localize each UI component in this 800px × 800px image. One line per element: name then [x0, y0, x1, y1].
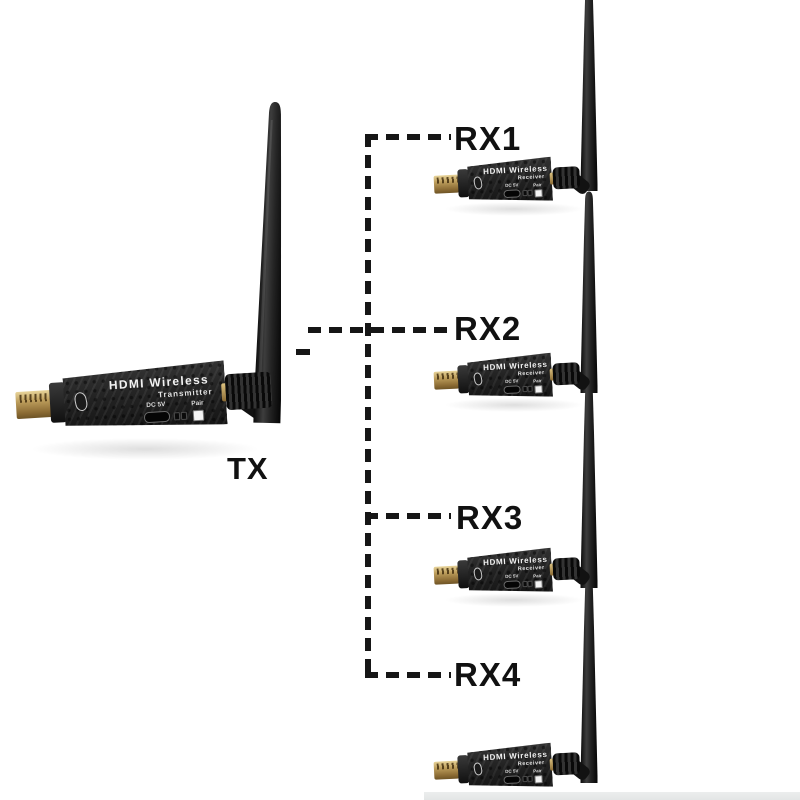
- rx-pair-button: [534, 580, 542, 588]
- rx-dc-port-label: DC 5V: [505, 573, 519, 580]
- tx-led-indicator: [181, 412, 187, 420]
- tx-label: TX: [227, 451, 269, 486]
- brand-badge: [473, 567, 483, 581]
- rx2-antenna-connector: [552, 362, 581, 386]
- rx-led-indicator: [527, 190, 532, 196]
- rx-pair-label: Pair: [533, 573, 542, 579]
- rx-pair-label: Pair: [533, 182, 542, 188]
- tx-device-subtitle: Transmitter: [157, 387, 213, 400]
- rx1-device-body: HDMI Wireless Receiver DC 5V Pair: [467, 157, 553, 205]
- rx-pair-label: Pair: [533, 378, 542, 384]
- rx4-label: RX4: [454, 656, 522, 693]
- rx-led-indicator: [527, 581, 532, 587]
- rx-micro-usb-port: [503, 580, 520, 589]
- tx-led-indicator: [174, 412, 180, 420]
- brand-badge: [473, 176, 483, 190]
- tx-pair-label: Pair: [191, 399, 204, 408]
- tx-antenna: [253, 102, 282, 424]
- rx1-label: RX1: [454, 120, 522, 157]
- rx4-device-body: HDMI Wireless Receiver DC 5V Pair: [467, 743, 553, 791]
- rx3-antenna: [580, 386, 598, 588]
- rx1-antenna: [580, 0, 598, 191]
- tx-link-dash: [296, 349, 310, 355]
- rx3-device: HDMI Wireless Receiver DC 5V Pair: [433, 546, 585, 598]
- rx-dc-port-label: DC 5V: [505, 378, 519, 385]
- tx-pair-button: [193, 410, 205, 422]
- rx-pair-button: [534, 775, 542, 783]
- tx-antenna-connector: [224, 371, 273, 411]
- tx-dc-port-label: DC 5V: [146, 400, 166, 410]
- rx3-shadow: [444, 593, 584, 607]
- rx-dc-port-label: DC 5V: [505, 182, 519, 189]
- rx-device-subtitle: Receiver: [517, 759, 545, 768]
- rx3-antenna-connector: [552, 557, 581, 581]
- tx-hdmi-plug: [15, 389, 53, 420]
- tx-device-body: HDMI Wireless Transmitter DC 5V Pair: [62, 360, 228, 434]
- rx-pair-button: [534, 385, 542, 393]
- rx-pair-label: Pair: [533, 768, 542, 774]
- rx1-hdmi-plug: [433, 174, 460, 194]
- rx2-shadow: [444, 398, 584, 412]
- rx1-antenna-connector: [552, 166, 581, 190]
- rx3-label: RX3: [456, 499, 524, 536]
- rx-micro-usb-port: [503, 189, 520, 198]
- tx-shadow: [30, 438, 260, 460]
- rx-dc-port-label: DC 5V: [505, 768, 519, 775]
- rx1-device: HDMI Wireless Receiver DC 5V Pair: [433, 155, 585, 207]
- rx-device-subtitle: Receiver: [517, 564, 545, 573]
- rx4-antenna-connector: [552, 752, 581, 776]
- rx1-shadow: [444, 202, 584, 216]
- rx-device-subtitle: Receiver: [517, 173, 545, 182]
- brand-badge: [73, 391, 89, 412]
- rx-led-indicator: [527, 386, 532, 392]
- rx2-label: RX2: [454, 310, 522, 347]
- rx4-antenna: [580, 581, 598, 783]
- rx3-device-body: HDMI Wireless Receiver DC 5V Pair: [467, 548, 553, 596]
- rx-micro-usb-port: [503, 775, 520, 784]
- rx-device-subtitle: Receiver: [517, 369, 545, 378]
- rx3-hdmi-plug: [433, 565, 460, 585]
- link-line-rx1: [365, 134, 451, 140]
- rx2-antenna: [580, 191, 598, 393]
- rx2-device: HDMI Wireless Receiver DC 5V Pair: [433, 351, 585, 403]
- junction-line-vertical: [365, 134, 371, 679]
- rx-pair-button: [534, 189, 542, 197]
- link-line-rx3: [365, 513, 451, 519]
- brand-badge: [473, 372, 483, 386]
- tx-device: HDMI Wireless Transmitter DC 5V Pair: [12, 358, 273, 438]
- tx-micro-usb-port: [144, 411, 171, 424]
- link-line-tx-to-junction: [308, 327, 451, 333]
- rx4-device: HDMI Wireless Receiver DC 5V Pair: [433, 741, 585, 793]
- rx4-photo-edge: [424, 792, 800, 800]
- brand-badge: [473, 762, 483, 776]
- link-line-rx4: [365, 672, 451, 678]
- rx2-device-body: HDMI Wireless Receiver DC 5V Pair: [467, 353, 553, 401]
- rx-micro-usb-port: [503, 385, 520, 394]
- rx2-hdmi-plug: [433, 370, 460, 390]
- rx-led-indicator: [527, 776, 532, 782]
- rx4-hdmi-plug: [433, 760, 460, 780]
